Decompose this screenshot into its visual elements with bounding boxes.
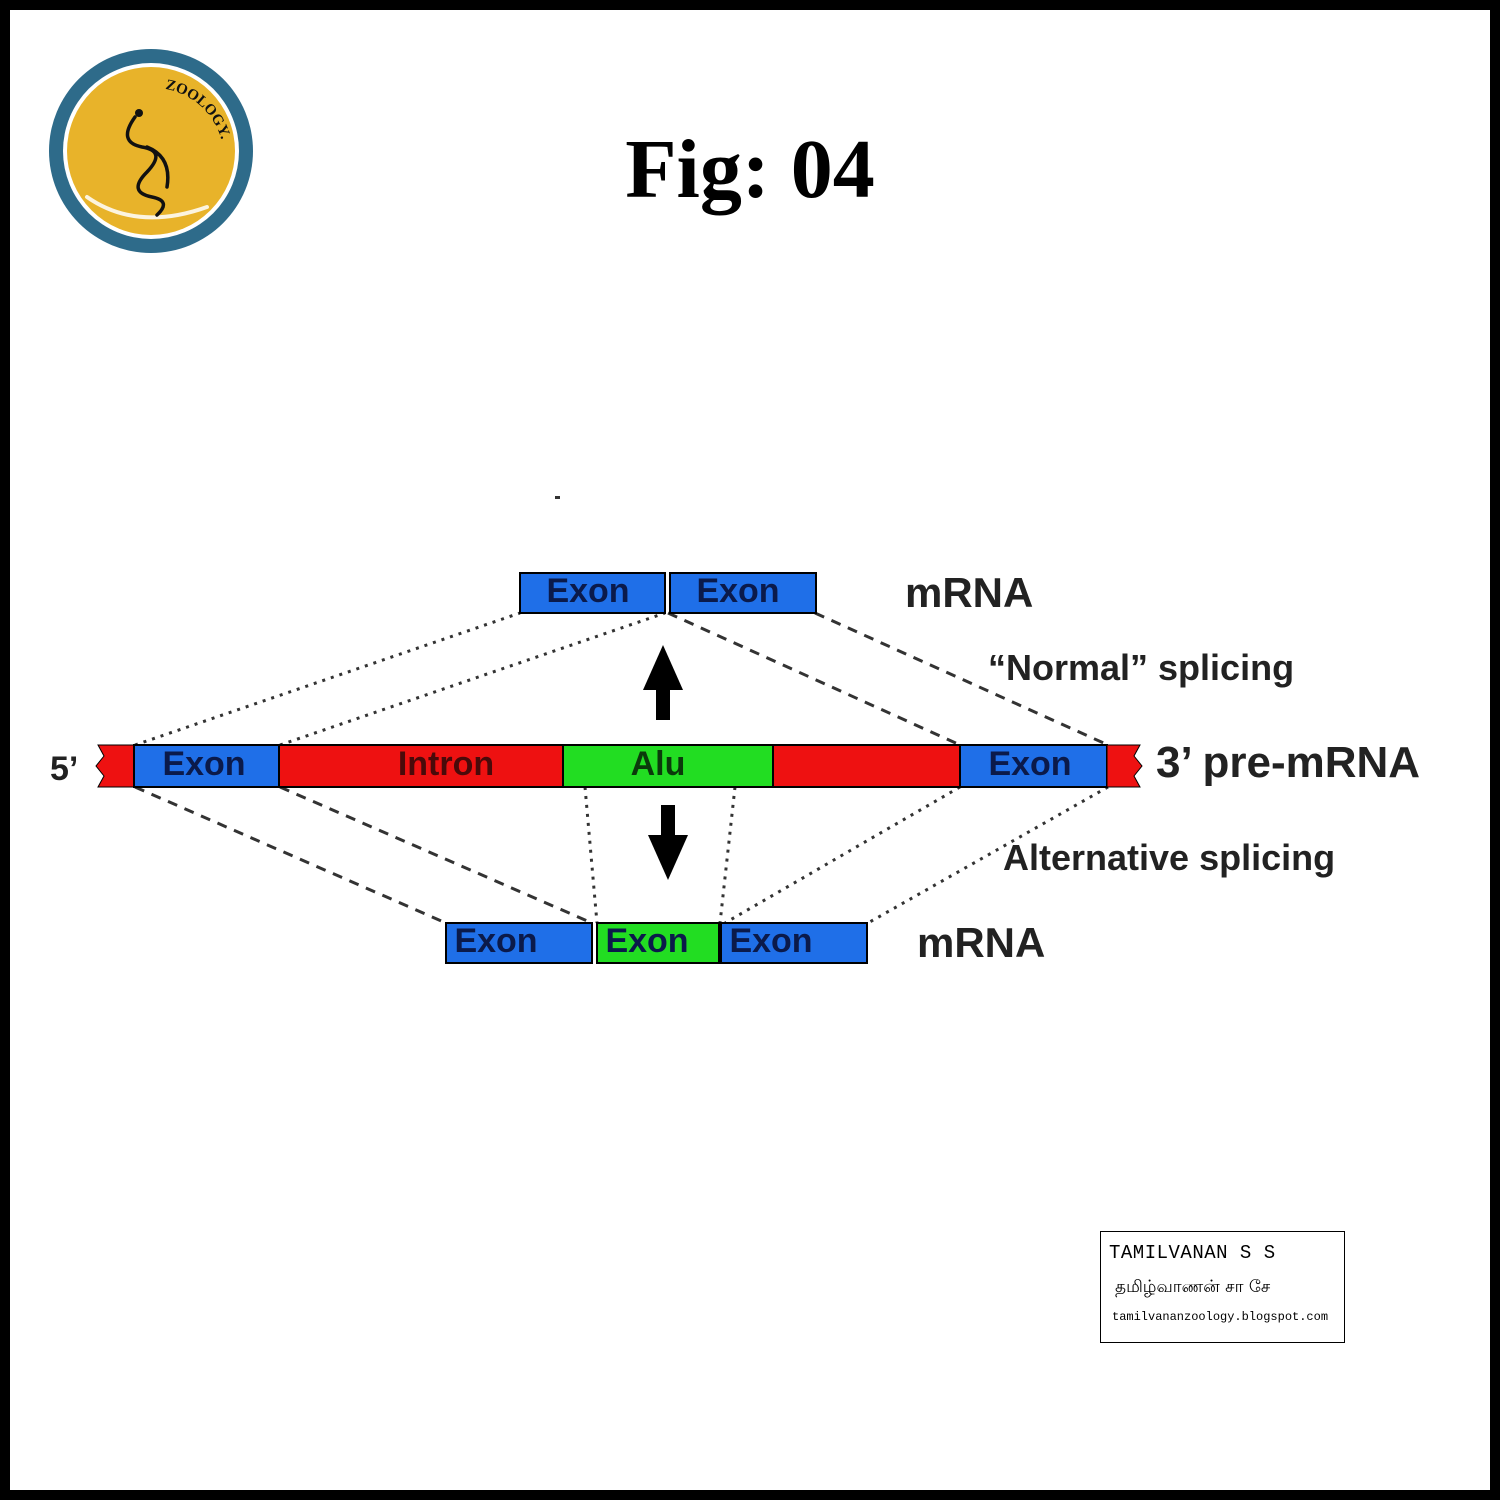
alt-mrna-alu-exon-label: Exon [605, 922, 688, 960]
zoology-logo: ZOOLOGY. [49, 49, 253, 253]
connector-line [867, 785, 1109, 925]
alt-mrna-exon-2 [720, 922, 868, 964]
connector-line [134, 785, 447, 925]
logo-tamil-glyph [125, 115, 170, 217]
three-prime-pre-mrna-label: 3’ pre-mRNA [1156, 738, 1420, 787]
normal-mrna-exon-2 [669, 572, 817, 614]
logo-glyph-dot [135, 109, 143, 117]
connector-line [724, 785, 961, 925]
connector-line [718, 786, 737, 924]
connector-line [134, 611, 521, 747]
alternative-splicing-label: Alternative splicing [1003, 837, 1335, 878]
normal-mrna-exon-1 [519, 572, 666, 614]
page-title: Fig: 04 [625, 123, 875, 216]
connector-line [583, 786, 599, 924]
normal-mrna-exon-2-label: Exon [696, 572, 779, 610]
alternative-splicing-connectors [134, 785, 1109, 925]
connector-line [667, 611, 961, 747]
normal-splicing-label: “Normal” splicing [988, 647, 1294, 688]
pre-mrna: Exon Intron Alu Exon [95, 744, 1143, 788]
pre-mrna-alu-label: Alu [631, 745, 686, 783]
logo-swoosh [85, 195, 209, 220]
normal-mrna-exon-1-label: Exon [546, 572, 629, 610]
alt-mrna-alu-exon [596, 922, 720, 964]
normal-mrna-label: mRNA [905, 569, 1033, 616]
alternative-mrna: Exon Exon Exon [445, 922, 868, 964]
down-arrow-head [648, 835, 688, 880]
alt-mrna-exon-1 [445, 922, 593, 964]
pre-mrna-intron-2 [772, 744, 961, 788]
five-prime-label: 5’ [50, 750, 78, 788]
pre-mrna-exon-1-label: Exon [162, 745, 245, 783]
pre-mrna-right-cap [1106, 744, 1143, 788]
pre-mrna-exon-2-label: Exon [988, 745, 1071, 783]
down-arrow [648, 805, 688, 880]
pre-mrna-exon-1 [133, 744, 280, 788]
pre-mrna-left-cap [95, 744, 135, 788]
up-arrow-head [643, 645, 683, 690]
credit-tamil-name: தமிழ்வாணன் சா சே [1115, 1277, 1277, 1299]
pre-mrna-exon-2 [959, 744, 1108, 788]
down-arrow-shaft [661, 805, 675, 837]
normal-splicing-connectors [134, 611, 1109, 747]
connector-line [279, 611, 666, 747]
credit-box: TAMILVANAN S S தமிழ்வாணன் சா சே tamilvan… [1100, 1231, 1345, 1343]
up-arrow [643, 645, 683, 720]
credit-name: TAMILVANAN S S [1109, 1242, 1276, 1264]
connector-line [279, 785, 593, 925]
alt-mrna-exon-2-label: Exon [729, 922, 812, 960]
alt-mrna-exon-1-label: Exon [454, 922, 537, 960]
up-arrow-shaft [656, 688, 670, 720]
alternative-mrna-label: mRNA [917, 919, 1045, 966]
pre-mrna-intron-label: Intron [398, 745, 494, 783]
normal-mrna: Exon Exon [519, 572, 817, 614]
artifact-mark [555, 496, 560, 499]
pre-mrna-intron-1 [278, 744, 564, 788]
credit-url: tamilvananzoology.blogspot.com [1112, 1310, 1329, 1324]
